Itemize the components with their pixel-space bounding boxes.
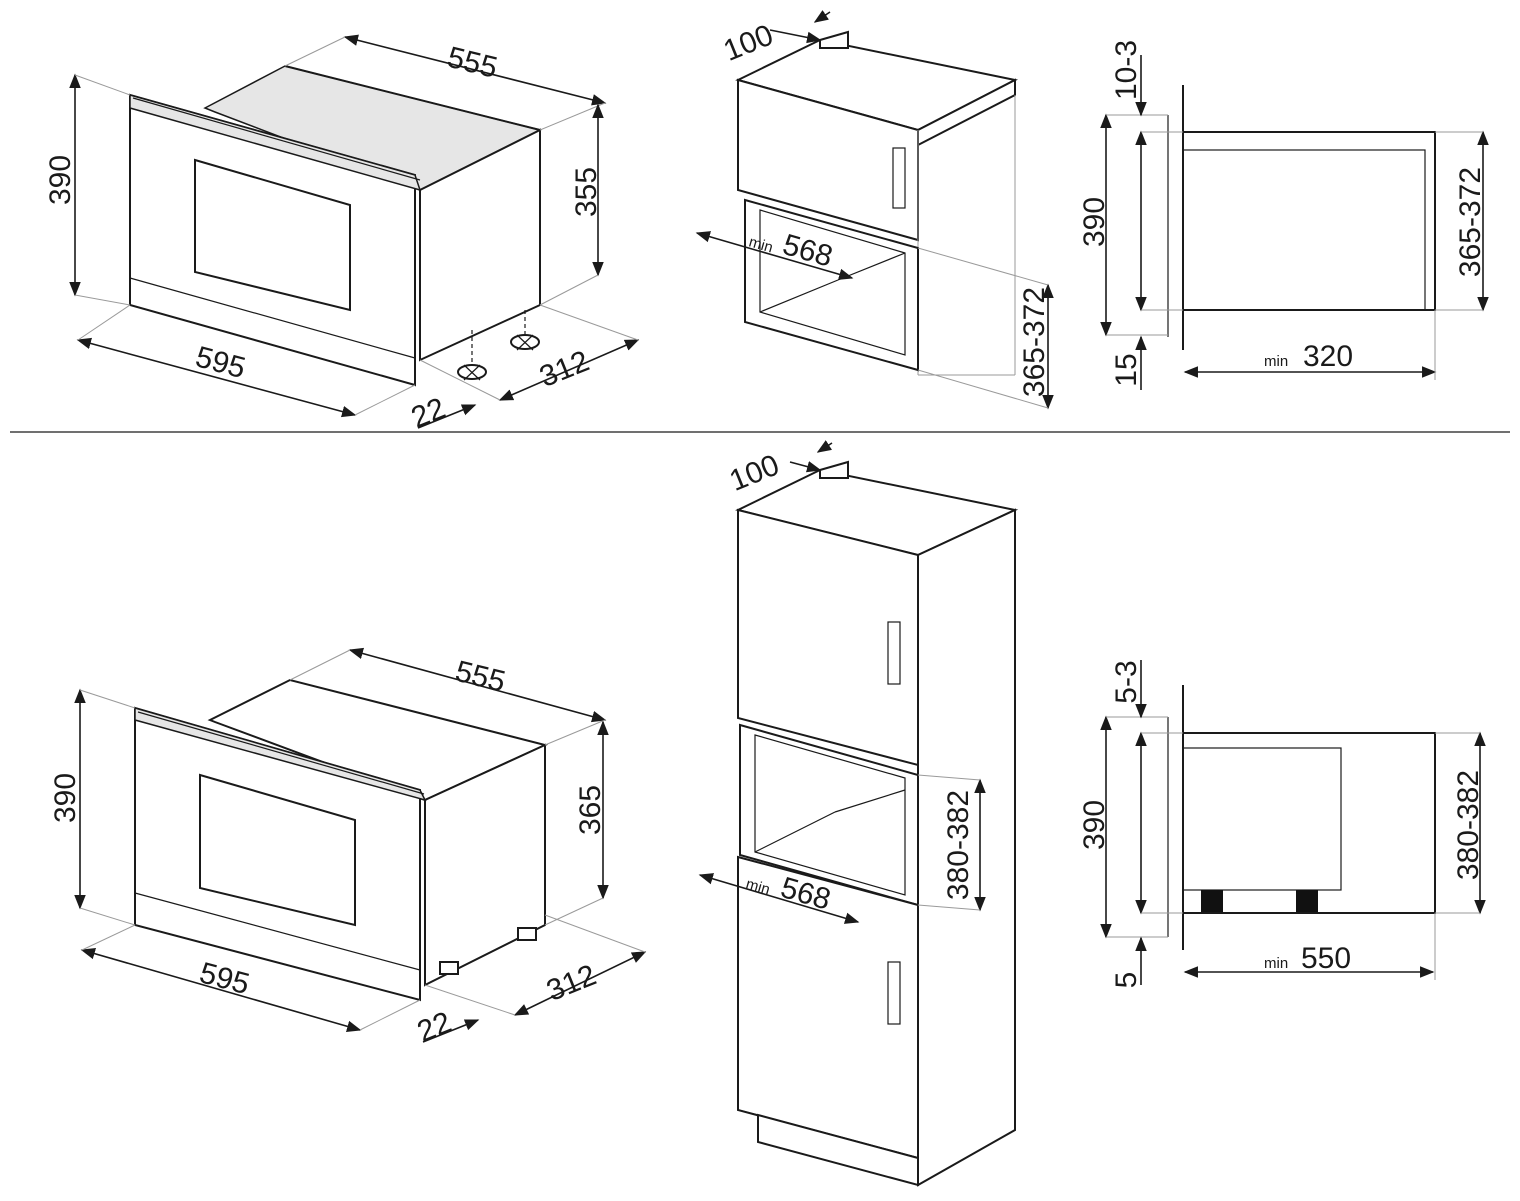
label-niche-width-prefix: min [747,234,775,257]
foot-icon [517,927,537,941]
label-depth: 555 [444,41,501,85]
label-side-niche-height: 365-372 [1454,167,1487,277]
label-rear-gap: 100 [719,19,778,68]
label-side-niche-height-b: 380-382 [1452,770,1485,880]
label-side-height-b: 390 [1078,800,1111,850]
side-section-b [1167,685,1436,950]
label-niche-depth-prefix-b: min [1264,955,1288,972]
label-depth-b: 555 [452,655,509,699]
dim-line-width [76,337,357,418]
foot-block [1296,890,1318,912]
label-height-b: 390 [49,773,82,823]
side-section-a [1167,85,1436,350]
label-rear-gap-b: 100 [725,449,784,498]
label-niche-width-prefix-b: min [744,876,772,899]
label-side-height: 390 [1078,197,1111,247]
label-width: 595 [192,340,249,385]
label-niche-width: 568 [779,228,836,274]
label-body-height-b: 365 [574,785,607,835]
foot-block [1201,890,1223,912]
label-niche-depth: 320 [1303,340,1353,373]
label-side-depth: 312 [535,345,594,394]
label-top-gap-b: 5-3 [1110,660,1143,703]
dimensions-cabinet-b [698,440,986,924]
dimensions-cabinet-a [695,10,1054,410]
label-niche-height: 365-372 [1018,287,1051,397]
label-niche-depth-prefix: min [1264,353,1288,370]
label-body-height: 355 [570,167,603,217]
oven-isometric-a [129,65,543,387]
dimensions-oven-b [74,647,647,1043]
label-bottom-gap-b: 5 [1110,972,1143,989]
label-height: 390 [44,155,77,205]
oven-isometric-b [134,678,548,1002]
label-niche-depth-b: 550 [1301,942,1351,975]
dimensions-side-b [1100,660,1486,985]
label-bottom-gap: 15 [1110,353,1143,386]
label-front-thickness-b: 22 [413,1006,456,1049]
label-width-b: 595 [196,956,253,1001]
label-top-gap: 10-3 [1110,40,1143,100]
dim-line-depth [343,34,607,106]
label-front-thickness: 22 [407,392,450,435]
dimensions-oven-a [69,34,640,429]
tall-cabinet [735,460,1019,1187]
label-niche-height-b: 380-382 [942,790,975,900]
dim-line-side-depth [498,339,640,401]
dimensions-side-a [1100,55,1489,390]
cabinet-niche-a [735,30,1018,376]
label-side-depth-b: 312 [542,959,601,1008]
foot-icon [439,961,459,975]
